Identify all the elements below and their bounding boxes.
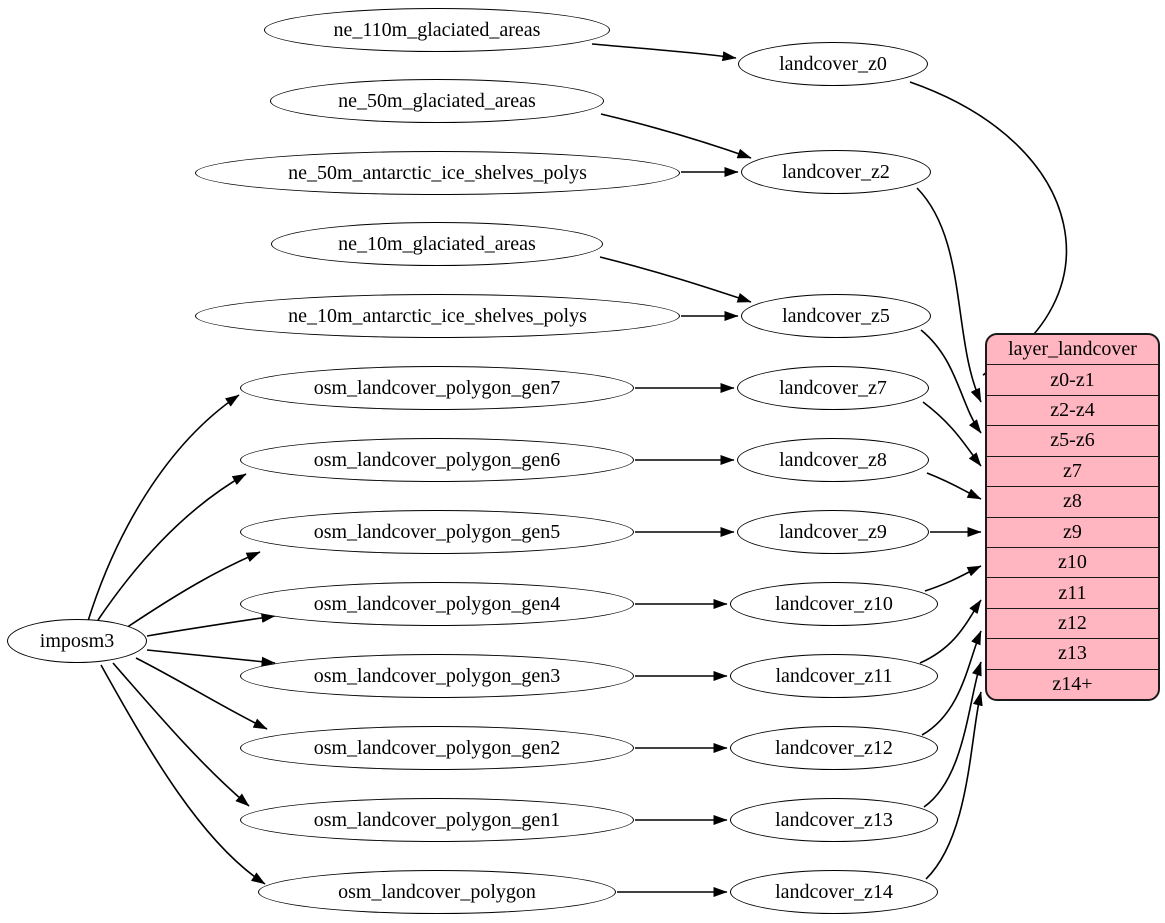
- node-landcover_z9: landcover_z9: [737, 510, 929, 554]
- node-landcover_z12: landcover_z12: [730, 726, 938, 770]
- node-osm_landcover_polygon_gen4: osm_landcover_polygon_gen4: [240, 582, 634, 626]
- table-row-z13: z13: [987, 638, 1158, 668]
- node-landcover_z14: landcover_z14: [730, 870, 938, 914]
- node-osm_landcover_polygon_gen7: osm_landcover_polygon_gen7: [240, 366, 634, 410]
- edge-landcover_z7-to-row-z7: [922, 401, 982, 467]
- node-landcover_z0: landcover_z0: [738, 42, 928, 86]
- node-osm_landcover_polygon_gen5: osm_landcover_polygon_gen5: [240, 510, 634, 554]
- edge-imposm3-to-osm_landcover_polygon_gen2: [135, 657, 268, 730]
- table-row-z7: z7: [987, 455, 1158, 486]
- edge-imposm3-to-osm_landcover_polygon: [100, 664, 266, 885]
- table-row-z8: z8: [987, 486, 1158, 516]
- node-landcover_z5: landcover_z5: [741, 294, 931, 338]
- node-osm_landcover_polygon_gen3: osm_landcover_polygon_gen3: [240, 654, 634, 698]
- edge-imposm3-to-osm_landcover_polygon_gen5: [125, 551, 261, 629]
- node-ne_50m_antarctic_ice_shelves_polys: ne_50m_antarctic_ice_shelves_polys: [195, 151, 680, 195]
- edge-landcover_z12-to-row-z12: [921, 630, 982, 736]
- node-landcover_z11: landcover_z11: [730, 654, 938, 698]
- node-imposm3: imposm3: [7, 619, 147, 663]
- table-row-z12: z12: [987, 607, 1158, 638]
- edge-imposm3-to-osm_landcover_polygon_gen3: [146, 649, 276, 667]
- node-ne_50m_glaciated_areas: ne_50m_glaciated_areas: [270, 79, 604, 123]
- node-osm_landcover_polygon_gen2: osm_landcover_polygon_gen2: [240, 726, 634, 770]
- edge-imposm3-to-osm_landcover_polygon_gen1: [112, 662, 250, 807]
- node-osm_landcover_polygon_gen6: osm_landcover_polygon_gen6: [240, 438, 634, 482]
- table-row-z10: z10: [987, 546, 1158, 577]
- edge-landcover_z8-to-row-z8: [926, 472, 982, 500]
- edge-landcover_z10-to-row-z10: [924, 565, 982, 592]
- node-landcover_z7: landcover_z7: [737, 366, 929, 410]
- edge-imposm3-to-osm_landcover_polygon_gen7: [87, 394, 240, 622]
- edge-imposm3-to-osm_landcover_polygon_gen6: [97, 473, 247, 621]
- node-osm_landcover_polygon: osm_landcover_polygon: [258, 870, 616, 914]
- edge-landcover_z5-to-row-z5-z6: [920, 329, 982, 434]
- node-osm_landcover_polygon_gen1: osm_landcover_polygon_gen1: [240, 798, 634, 842]
- edge-landcover_z11-to-row-z11: [919, 599, 982, 664]
- table-row-z0-z1: z0-z1: [987, 364, 1158, 394]
- edge-landcover_z14-to-row-z14plus: [925, 691, 983, 880]
- edge-ne_10m_glaciated_areas-to-landcover_z5: [599, 256, 752, 303]
- node-ne_10m_glaciated_areas: ne_10m_glaciated_areas: [271, 222, 603, 266]
- table-row-z14plus: z14+: [987, 668, 1158, 699]
- layer-landcover-table: layer_landcover z0-z1 z2-z4 z5-z6 z7 z8 …: [985, 333, 1160, 701]
- table-header-layer_landcover: layer_landcover: [1008, 338, 1137, 361]
- node-landcover_z8: landcover_z8: [737, 438, 929, 482]
- edge-imposm3-to-osm_landcover_polygon_gen4: [146, 613, 276, 637]
- edge-ne_50m_glaciated_areas-to-landcover_z2: [600, 113, 752, 159]
- node-landcover_z2: landcover_z2: [741, 150, 931, 194]
- node-landcover_z13: landcover_z13: [730, 798, 938, 842]
- edge-landcover_z0-to-row-z0-z1: [909, 81, 1068, 376]
- table-row-z11: z11: [987, 577, 1158, 607]
- edge-ne_110m_glaciated_areas-to-landcover_z0: [591, 43, 737, 62]
- node-landcover_z10: landcover_z10: [730, 582, 938, 626]
- table-row-z9: z9: [987, 516, 1158, 547]
- edge-landcover_z13-to-row-z13: [923, 661, 982, 808]
- table-row-z2-z4: z2-z4: [987, 394, 1158, 425]
- table-row-z5-z6: z5-z6: [987, 425, 1158, 455]
- edge-landcover_z2-to-row-z2-z4: [916, 187, 982, 403]
- node-ne_110m_glaciated_areas: ne_110m_glaciated_areas: [264, 8, 610, 52]
- node-ne_10m_antarctic_ice_shelves_polys: ne_10m_antarctic_ice_shelves_polys: [195, 294, 680, 338]
